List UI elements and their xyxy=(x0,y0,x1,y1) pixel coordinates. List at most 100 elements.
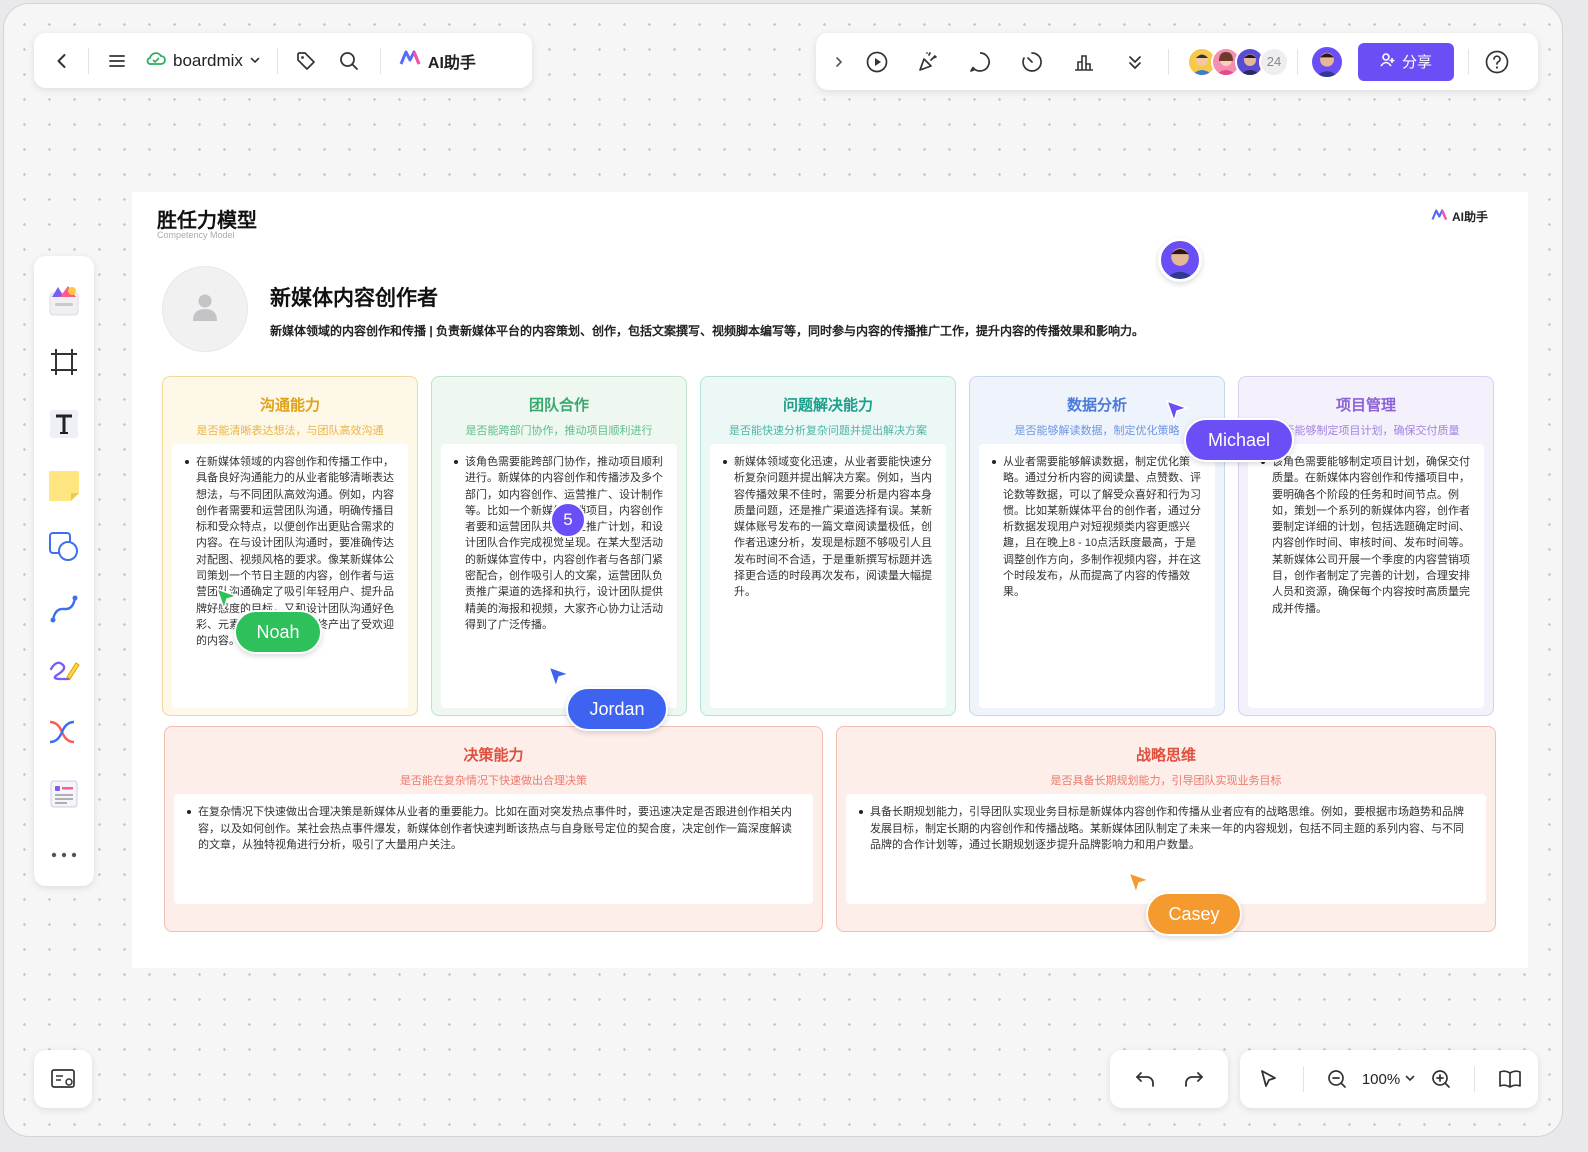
search-icon[interactable] xyxy=(326,41,372,81)
card-subtitle: 是否能快速分析复杂问题并提出解决方案 xyxy=(729,425,927,437)
current-user-avatar[interactable] xyxy=(1310,44,1344,79)
book-icon[interactable] xyxy=(1492,1059,1528,1099)
card-subtitle: 是否能够解读数据，制定优化策略 xyxy=(1014,425,1180,437)
timer-icon[interactable] xyxy=(1006,42,1058,82)
top-left-toolbar: boardmix AI助手 xyxy=(34,33,532,88)
redo-icon[interactable] xyxy=(1174,1059,1214,1099)
avatar xyxy=(1211,46,1241,77)
brand-name: boardmix xyxy=(173,50,243,70)
back-icon[interactable] xyxy=(44,41,80,81)
card-title: 数据分析 xyxy=(1066,397,1127,414)
card-subtitle: 是否能在复杂情况下快速做出合理决策 xyxy=(400,775,587,787)
card-body: 具备长期规划能力，引导团队实现业务目标是新媒体内容创作和传播从业者应有的战略思维… xyxy=(846,794,1486,904)
app-window: boardmix AI助手 xyxy=(3,3,1563,1137)
card-body: 该角色需要能跨部门协作，推动项目顺利进行。新媒体的内容创作和传播涉及多个部门，如… xyxy=(441,444,677,708)
cursor-label-michael: Michael xyxy=(1184,418,1294,462)
card-title: 项目管理 xyxy=(1335,397,1396,414)
card-subtitle: 是否能够制定项目计划，确保交付质量 xyxy=(1272,425,1460,437)
collaborator-avatars[interactable]: 24 xyxy=(1187,46,1289,77)
cloud-icon xyxy=(145,50,167,71)
card-title: 决策能力 xyxy=(463,747,524,764)
divider xyxy=(276,47,278,74)
zoom-in-icon[interactable] xyxy=(1425,1059,1457,1099)
card-teamwork[interactable]: 团队合作是否能跨部门协作，推动项目顺利进行 该角色需要能跨部门协作，推动项目顺利… xyxy=(431,376,687,716)
divider xyxy=(1302,1066,1304,1092)
sticky-note-icon[interactable] xyxy=(34,455,94,517)
comment-count-badge[interactable]: 5 xyxy=(550,502,586,538)
card-subtitle: 是否能跨部门协作，推动项目顺利进行 xyxy=(465,425,653,437)
card-communication[interactable]: 沟通能力是否能清晰表达想法，与团队高效沟通 在新媒体领域的内容创作和传播工作中，… xyxy=(162,376,418,716)
competency-board[interactable]: 胜任力模型 Competency Model AI助手 新媒体内容创作者 新媒体… xyxy=(132,192,1528,968)
card-title: 沟通能力 xyxy=(259,397,320,414)
more-icon[interactable] xyxy=(34,824,94,886)
cursor-label-casey: Casey xyxy=(1146,892,1242,936)
card-decision-making[interactable]: 决策能力是否能在复杂情况下快速做出合理决策 在复杂情况下快速做出合理决策是新媒体… xyxy=(164,726,823,932)
card-subtitle: 是否能清晰表达想法，与团队高效沟通 xyxy=(196,425,384,437)
cursor-label-jordan: Jordan xyxy=(566,687,668,731)
frame-icon[interactable] xyxy=(34,332,94,394)
vote-icon[interactable] xyxy=(1058,42,1110,82)
role-description: 新媒体领域的内容创作和传播 | 负责新媒体平台的内容策划、创作，包括文案撰写、视… xyxy=(270,324,1145,338)
cursor-arrow-casey xyxy=(1126,870,1152,901)
share-label: 分享 xyxy=(1401,54,1432,71)
card-body: 新媒体领域变化迅速，从业者要能快速分析复杂问题并提出解决方案。例如，当内容传播效… xyxy=(710,444,946,708)
cursor-arrow-jordan xyxy=(546,664,572,695)
board-ai-label: AI助手 xyxy=(1451,210,1488,224)
comment-icon[interactable] xyxy=(954,42,1006,82)
board-ai-badge: AI助手 xyxy=(1431,208,1488,225)
card-body: 在新媒体领域的内容创作和传播工作中，具备良好沟通能力的从业者能够清晰表达想法，与… xyxy=(172,444,408,708)
collaborator-count: 24 xyxy=(1259,46,1289,77)
avatar xyxy=(1235,46,1265,77)
celebrate-icon[interactable] xyxy=(902,42,954,82)
card-body: 该角色需要能够制定项目计划，确保交付质量。在新媒体内容创作和传播项目中，要明确各… xyxy=(1248,444,1484,708)
divider xyxy=(1168,48,1169,75)
card-body: 从业者需要能够解读数据，制定优化策略。通过分析内容的阅读量、点赞数、评论数等数据… xyxy=(979,444,1215,708)
card-data-analysis[interactable]: 数据分析是否能够解读数据，制定优化策略 从业者需要能够解读数据，制定优化策略。通… xyxy=(969,376,1225,716)
help-icon[interactable] xyxy=(1477,42,1517,82)
collaborator-avatar xyxy=(1158,238,1202,282)
divider xyxy=(88,47,89,74)
zoom-toolbar: 100% xyxy=(1240,1050,1538,1108)
card-title: 战略思维 xyxy=(1135,747,1196,764)
document-icon[interactable] xyxy=(34,763,94,825)
card-title: 团队合作 xyxy=(528,397,589,414)
mindmap-icon[interactable] xyxy=(34,701,94,763)
minimap-icon[interactable] xyxy=(43,1059,83,1099)
zoom-level-dropdown[interactable]: 100% xyxy=(1362,1071,1416,1088)
chevron-down-icon xyxy=(249,51,261,71)
cursor-arrow-noah xyxy=(214,586,240,617)
brand-dropdown[interactable]: boardmix xyxy=(137,50,269,71)
play-icon[interactable] xyxy=(852,42,902,82)
ai-logo-icon xyxy=(399,50,423,71)
menu-icon[interactable] xyxy=(97,41,137,81)
shape-icon[interactable] xyxy=(34,516,94,578)
divider xyxy=(1474,1066,1476,1092)
zoom-level: 100% xyxy=(1361,1070,1401,1088)
undo-icon[interactable] xyxy=(1125,1059,1165,1099)
divider xyxy=(379,47,381,74)
user-icon xyxy=(190,291,220,328)
board-subtitle: Competency Model xyxy=(157,230,235,240)
divider xyxy=(1297,48,1298,75)
chevron-down-icon xyxy=(1404,1071,1416,1088)
ai-assistant-button[interactable]: AI助手 xyxy=(389,49,486,73)
bottom-left-toolbar xyxy=(34,1050,92,1108)
select-pointer-icon[interactable] xyxy=(1250,1059,1286,1099)
ai-logo-icon xyxy=(1431,209,1449,224)
card-project-management[interactable]: 项目管理是否能够制定项目计划，确保交付质量 该角色需要能够制定项目计划，确保交付… xyxy=(1238,376,1494,716)
left-toolbar xyxy=(34,256,94,886)
pen-icon[interactable] xyxy=(34,640,94,702)
card-problem-solving[interactable]: 问题解决能力是否能快速分析复杂问题并提出解决方案 新媒体领域变化迅速，从业者要能… xyxy=(700,376,956,716)
role-title: 新媒体内容创作者 xyxy=(270,287,438,310)
double-chevron-down-icon[interactable] xyxy=(1110,42,1160,82)
share-button[interactable]: 分享 xyxy=(1358,42,1454,81)
text-icon[interactable] xyxy=(34,393,94,455)
board-title: 胜任力模型 xyxy=(157,210,257,232)
zoom-out-icon[interactable] xyxy=(1321,1059,1353,1099)
card-body: 在复杂情况下快速做出合理决策是新媒体从业者的重要能力。比如在面对突发热点事件时，… xyxy=(174,794,813,904)
chevron-right-icon[interactable] xyxy=(826,42,852,82)
tag-icon[interactable] xyxy=(286,41,326,81)
profile-placeholder xyxy=(162,266,248,352)
template-icon[interactable] xyxy=(34,270,94,332)
connector-icon[interactable] xyxy=(34,578,94,640)
